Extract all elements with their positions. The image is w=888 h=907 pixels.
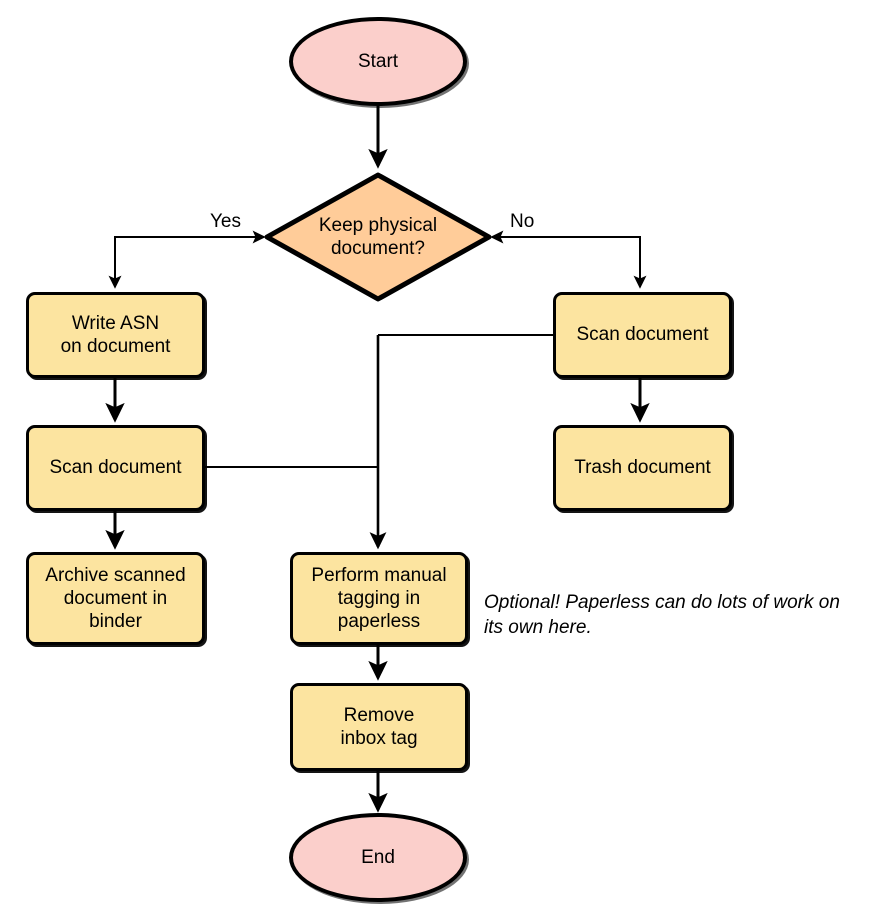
node-write-asn-label: Write ASN on document [60,312,171,357]
node-end-label: End [361,846,395,868]
node-start[interactable]: Start [289,17,467,106]
edge-label-yes: Yes [210,211,241,232]
node-archive-scanned-document[interactable]: Archive scanned document in binder [26,552,205,645]
node-tagging-label: Perform manual tagging in paperless [311,564,447,633]
node-scan-document-left-label: Scan document [49,457,182,479]
node-scan-document-left[interactable]: Scan document [26,425,205,511]
edge-decision-no-to-scan-right [490,230,647,289]
node-perform-manual-tagging[interactable]: Perform manual tagging in paperless [290,552,468,645]
node-scan-document-right[interactable]: Scan document [553,292,732,378]
node-trash-document[interactable]: Trash document [553,425,732,511]
node-archive-label: Archive scanned document in binder [45,564,186,633]
node-scan-document-right-label: Scan document [576,324,709,346]
node-decision-keep-physical-document[interactable]: Keep physical document? [264,172,492,302]
edge-label-no: No [510,211,535,232]
node-write-asn-on-document[interactable]: Write ASN on document [26,292,205,378]
edge-decision-yes-to-write-asn [108,230,266,289]
node-remove-inbox-label: Remove inbox tag [340,704,418,749]
node-decision-label: Keep physical document? [318,214,438,259]
annotation-optional-note: Optional! Paperless can do lots of work … [484,592,840,639]
node-remove-inbox-tag[interactable]: Remove inbox tag [290,683,468,771]
node-start-label: Start [357,50,399,72]
node-end[interactable]: End [289,813,467,902]
node-trash-document-label: Trash document [574,457,711,479]
diamond-shape-icon [264,172,492,302]
